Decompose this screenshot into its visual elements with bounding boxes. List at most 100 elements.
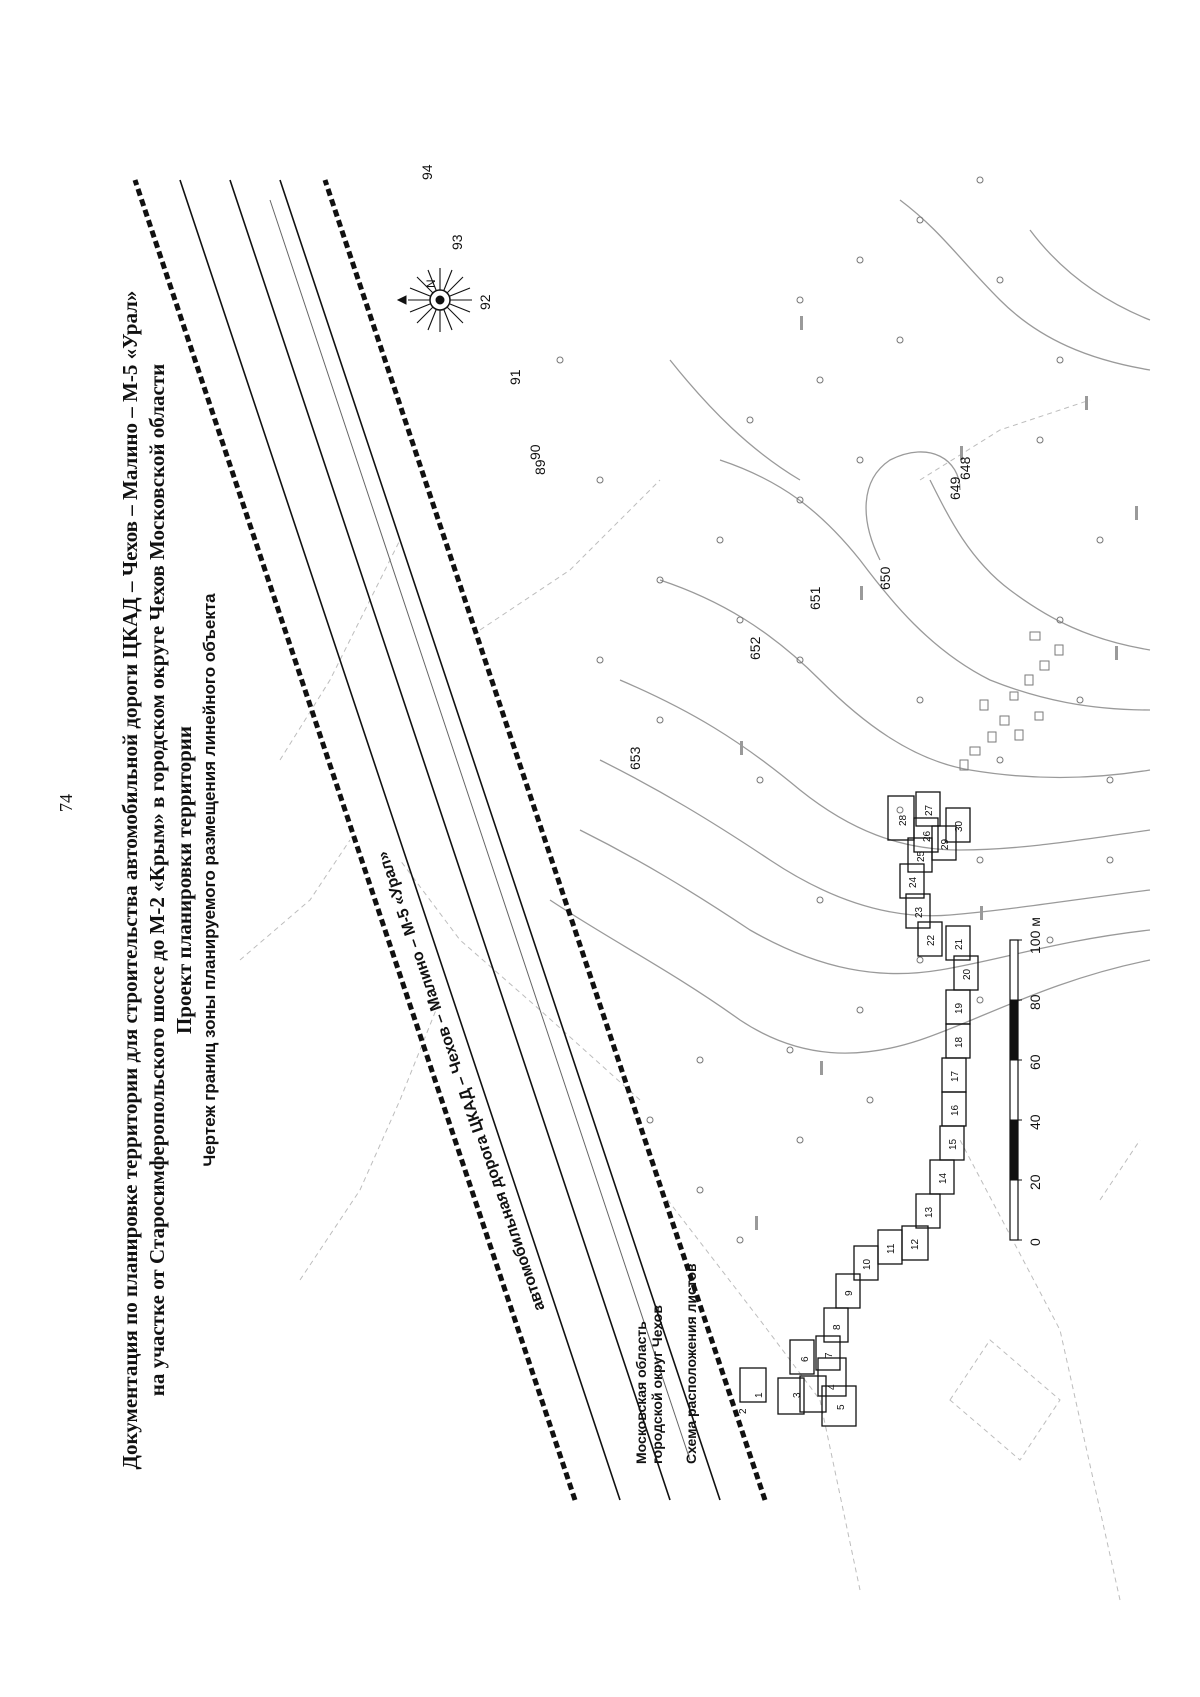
building [969, 746, 981, 756]
survey-point [976, 996, 984, 1004]
sheet-box [835, 1273, 861, 1309]
picket-93: 93 [449, 234, 465, 250]
building [999, 715, 1010, 726]
spot-height-mark [860, 586, 863, 600]
elevation-652: 652 [747, 636, 763, 660]
sheet-number-25: 25 [916, 850, 927, 862]
sheet-number-8: 8 [832, 1324, 843, 1330]
scale-label-60: 60 [1027, 1054, 1043, 1070]
scale-label-0: 0 [1027, 1238, 1043, 1246]
contour-line [865, 451, 961, 561]
sheet-number-24: 24 [908, 876, 919, 888]
document-title-line-3: Проект планировки территории [172, 725, 196, 1035]
building [987, 731, 997, 743]
survey-point [916, 696, 924, 704]
picket-92: 92 [477, 294, 493, 310]
sheet-box [821, 1385, 857, 1427]
parcel-line-b [959, 1139, 1121, 1601]
compass-north-letter: N [424, 279, 438, 288]
sheet-number-2: 2 [738, 1408, 749, 1414]
scale-label-100: 100 м [1027, 917, 1043, 954]
survey-point [736, 1236, 744, 1244]
survey-point [1106, 776, 1114, 784]
sheet-layout-label: Схема расположения листов [683, 1263, 699, 1464]
survey-point [746, 416, 754, 424]
survey-point [976, 856, 984, 864]
sheet-number-15: 15 [948, 1138, 959, 1150]
survey-point [856, 456, 864, 464]
parcel-line-c [299, 999, 441, 1281]
contour-line [669, 359, 801, 481]
compass-center [435, 295, 445, 305]
document-title-line-2: на участке от Старосимферопольского шосс… [145, 363, 169, 1397]
building [1039, 660, 1050, 671]
survey-point [796, 296, 804, 304]
compass-rose [396, 268, 472, 332]
sheet-number-28: 28 [898, 814, 909, 826]
contour-lines [549, 199, 1151, 1054]
survey-point [656, 576, 664, 584]
scale-label-80: 80 [1027, 994, 1043, 1010]
spot-height-mark [740, 741, 743, 755]
spot-height-mark [960, 446, 963, 460]
sheet-box [915, 791, 941, 827]
sheet-box [799, 1375, 827, 1413]
survey-point [1046, 936, 1054, 944]
survey-point [1036, 436, 1044, 444]
road-centerline [229, 179, 671, 1501]
sheet-number-29: 29 [940, 838, 951, 850]
sheet-number-10: 10 [862, 1258, 873, 1270]
building [1054, 644, 1064, 656]
parcel-line-f [279, 539, 401, 761]
survey-point [916, 216, 924, 224]
contour-line [899, 199, 1151, 371]
settlement-buildings [959, 631, 1064, 771]
survey-point [696, 1056, 704, 1064]
contour-line [579, 829, 1151, 975]
scale-label-20: 20 [1027, 1174, 1043, 1190]
survey-point [556, 356, 564, 364]
elevation-648: 648 [957, 456, 973, 480]
region-name: Московская область [633, 1321, 649, 1464]
parcel-line-e [399, 859, 641, 1101]
sheet-box [945, 807, 971, 843]
survey-point [656, 716, 664, 724]
road-corridor [132, 179, 768, 1501]
survey-point [736, 616, 744, 624]
sheet-number-3: 3 [792, 1392, 803, 1398]
survey-point [1106, 856, 1114, 864]
sheet-number-17: 17 [950, 1070, 961, 1082]
survey-point [756, 776, 764, 784]
rotated-map-sheet: N 89 90 91 92 93 94 653 652 651 650 649 … [100, 100, 1180, 1660]
survey-points [556, 176, 1114, 1244]
survey-point [716, 536, 724, 544]
zone-boundary-lower [322, 179, 768, 1501]
sheet-number-18: 18 [954, 1036, 965, 1048]
building [959, 759, 969, 771]
sheet-number-27: 27 [924, 804, 935, 816]
sheet-number-22: 22 [926, 934, 937, 946]
sheet-number-6: 6 [800, 1356, 811, 1362]
sheet-number-9: 9 [844, 1290, 855, 1296]
survey-point [786, 1046, 794, 1054]
road-lower-edge [279, 179, 721, 1501]
sheet-number-23: 23 [914, 906, 925, 918]
sheet-number-16: 16 [950, 1104, 961, 1116]
contour-line [619, 679, 1151, 851]
sheet-box [945, 925, 971, 961]
sheet-number-13: 13 [924, 1206, 935, 1218]
survey-point [866, 1096, 874, 1104]
page-number: 74 [56, 794, 76, 812]
sheet-box [953, 955, 979, 991]
scale-bar-segment [1010, 1120, 1018, 1180]
survey-point [596, 476, 604, 484]
sheet-box [915, 1193, 941, 1229]
parcel-line-i [1099, 1139, 1141, 1201]
sheet-box [905, 893, 931, 929]
elevation-650: 650 [877, 566, 893, 590]
contour-line [1029, 229, 1151, 321]
sheet-box [817, 1357, 847, 1397]
sheet-layout-scheme [739, 791, 979, 1427]
sheet-number-11: 11 [886, 1243, 897, 1254]
sheet-number-4: 4 [827, 1384, 838, 1390]
